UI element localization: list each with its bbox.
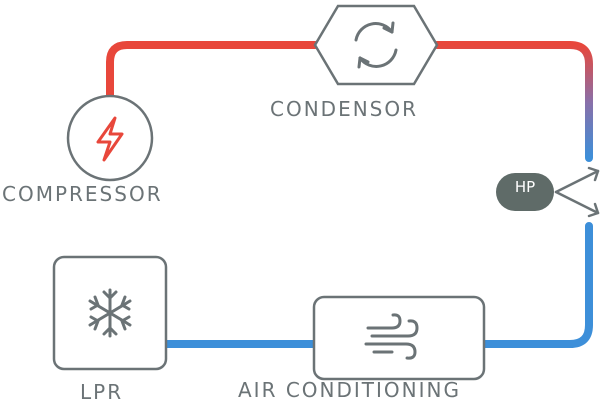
compressor-node [66,94,154,182]
hp-node [496,166,600,218]
hp-label: HP [514,178,536,196]
condensor-label: CONDENSOR [270,97,418,121]
compressor-label: COMPRESSOR [2,182,163,206]
hp-pill [496,173,554,211]
split-arrow-icon [554,166,600,218]
cycle-arrows-icon [354,21,398,69]
pipe-condensor-to-hp [433,41,593,162]
lpr-node [52,255,168,371]
pipe-network [106,41,593,348]
lpr-label: LPR [80,380,124,404]
air-flow-icon [364,313,419,360]
pipe-hp-to-air-conditioning [480,222,593,348]
air-conditioning-box [312,295,486,381]
lightning-bolt-icon [96,116,124,162]
condensor-hexagon [313,4,439,86]
compressor-circle [66,94,154,182]
air-conditioning-node [312,295,486,381]
condensor-node [313,4,439,86]
snowflake-icon [88,288,132,338]
air-conditioning-label: AIR CONDITIONING [238,378,461,402]
pipe-compressor-to-condensor [106,41,319,102]
